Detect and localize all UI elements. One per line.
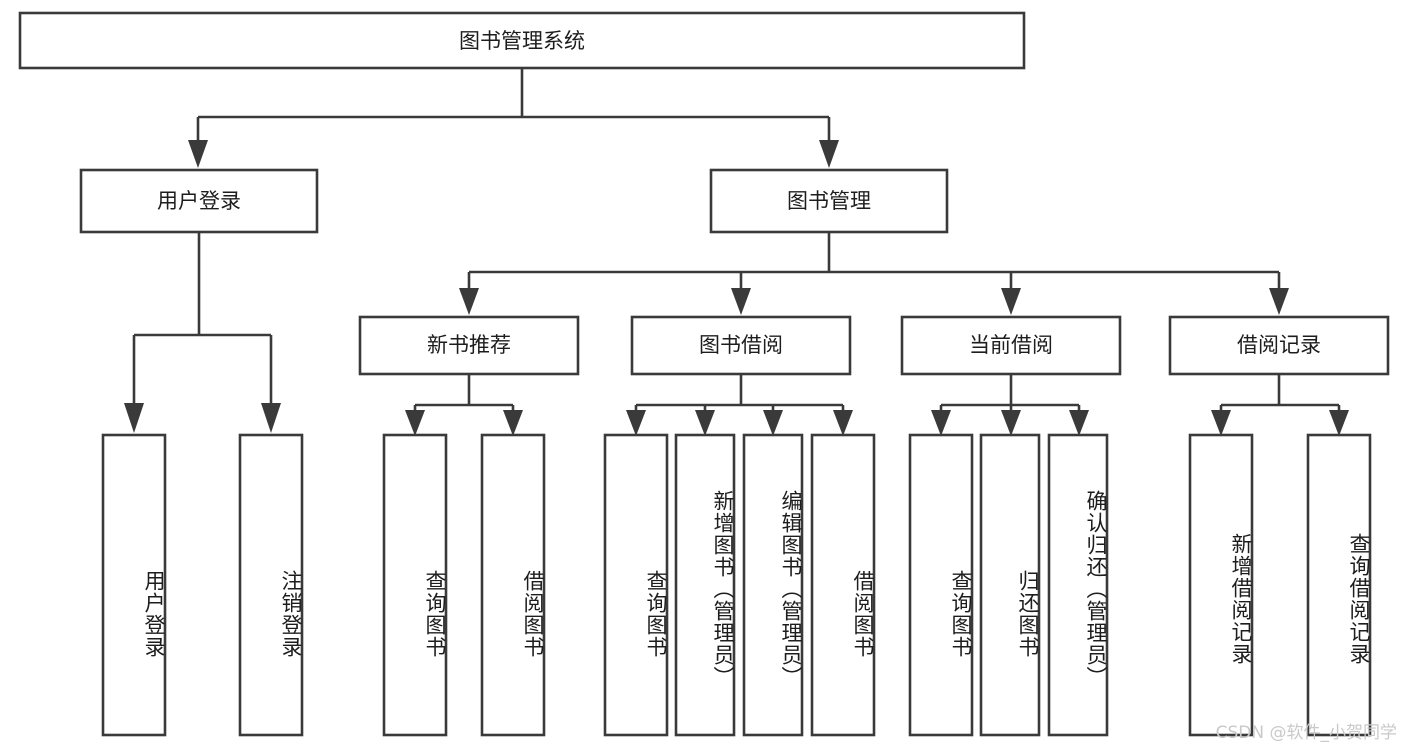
connector-root-to-level2 <box>188 68 839 168</box>
node-label-current-borrow: 当前借阅 <box>969 333 1053 357</box>
arrow-head-book-manage <box>819 140 839 168</box>
node-box-user-login[interactable] <box>79 168 319 234</box>
arrow-head-current-borrow <box>1001 288 1021 315</box>
arrow-head-leaf-query-book-3 <box>931 410 951 436</box>
node-box-leaf-add-record[interactable] <box>1188 433 1254 737</box>
arrow-head-borrow-record <box>1269 288 1289 315</box>
node-box-leaf-edit-book[interactable] <box>742 433 804 737</box>
arrow-head-leaf-edit-book <box>763 410 783 436</box>
connector-book-borrow-to-leaves <box>626 374 853 436</box>
node-box-leaf-query-book-3[interactable] <box>908 433 974 737</box>
connector-new-book-recommend-to-leaves <box>405 374 523 436</box>
node-box-leaf-borrow-book-1[interactable] <box>480 433 546 737</box>
node-label-new-book-recommend: 新书推荐 <box>427 333 511 357</box>
watermark-text: CSDN @软件_小贺同学 <box>1215 723 1397 743</box>
node-box-borrow-record[interactable] <box>1168 315 1390 376</box>
node-box-leaf-logout-login[interactable] <box>238 433 304 737</box>
node-box-leaf-borrow-book-2[interactable] <box>810 433 876 737</box>
node-box-new-book-recommend[interactable] <box>358 315 580 376</box>
arrow-head-leaf-query-record <box>1329 410 1349 436</box>
node-box-book-borrow[interactable] <box>630 315 852 376</box>
node-label-user-login: 用户登录 <box>157 189 241 213</box>
arrow-head-leaf-query-book-2 <box>626 410 646 436</box>
arrow-head-leaf-add-book <box>695 410 715 436</box>
connector-current-borrow-to-leaves <box>931 374 1089 436</box>
arrow-head-leaf-return-book <box>1001 410 1021 436</box>
node-label-root: 图书管理系统 <box>459 29 585 53</box>
arrow-head-leaf-borrow-book-2 <box>833 410 853 436</box>
node-box-leaf-confirm-return[interactable] <box>1047 433 1109 737</box>
node-label-book-borrow: 图书借阅 <box>699 333 783 357</box>
node-box-leaf-query-record[interactable] <box>1306 433 1372 737</box>
node-box-leaf-return-book[interactable] <box>979 433 1041 737</box>
arrow-head-leaf-query-book-1 <box>405 410 425 436</box>
node-box-leaf-user-login[interactable] <box>101 433 167 737</box>
arrow-head-leaf-borrow-book-1 <box>503 410 523 436</box>
node-box-leaf-add-book[interactable] <box>674 433 736 737</box>
node-box-leaf-query-book-2[interactable] <box>603 433 669 737</box>
connector-borrow-record-to-leaves <box>1211 374 1349 436</box>
node-box-root[interactable] <box>18 11 1026 70</box>
arrow-head-new-book-recommend <box>459 288 479 315</box>
node-label-borrow-record: 借阅记录 <box>1237 333 1321 357</box>
arrow-head-leaf-logout-login <box>261 403 281 433</box>
arrow-head-leaf-user-login <box>124 403 144 433</box>
arrow-head-book-borrow <box>731 288 751 315</box>
arrow-head-leaf-confirm-return <box>1069 410 1089 436</box>
node-box-current-borrow[interactable] <box>900 315 1122 376</box>
node-label-book-manage: 图书管理 <box>787 189 871 213</box>
connector-user-login-to-leaves <box>124 232 281 433</box>
connector-book-manage-to-level3 <box>459 232 1289 315</box>
node-box-book-manage[interactable] <box>709 168 949 234</box>
node-box-leaf-query-book-1[interactable] <box>382 433 448 737</box>
arrow-head-leaf-add-record <box>1211 410 1231 436</box>
arrow-head-user-login <box>188 140 208 168</box>
